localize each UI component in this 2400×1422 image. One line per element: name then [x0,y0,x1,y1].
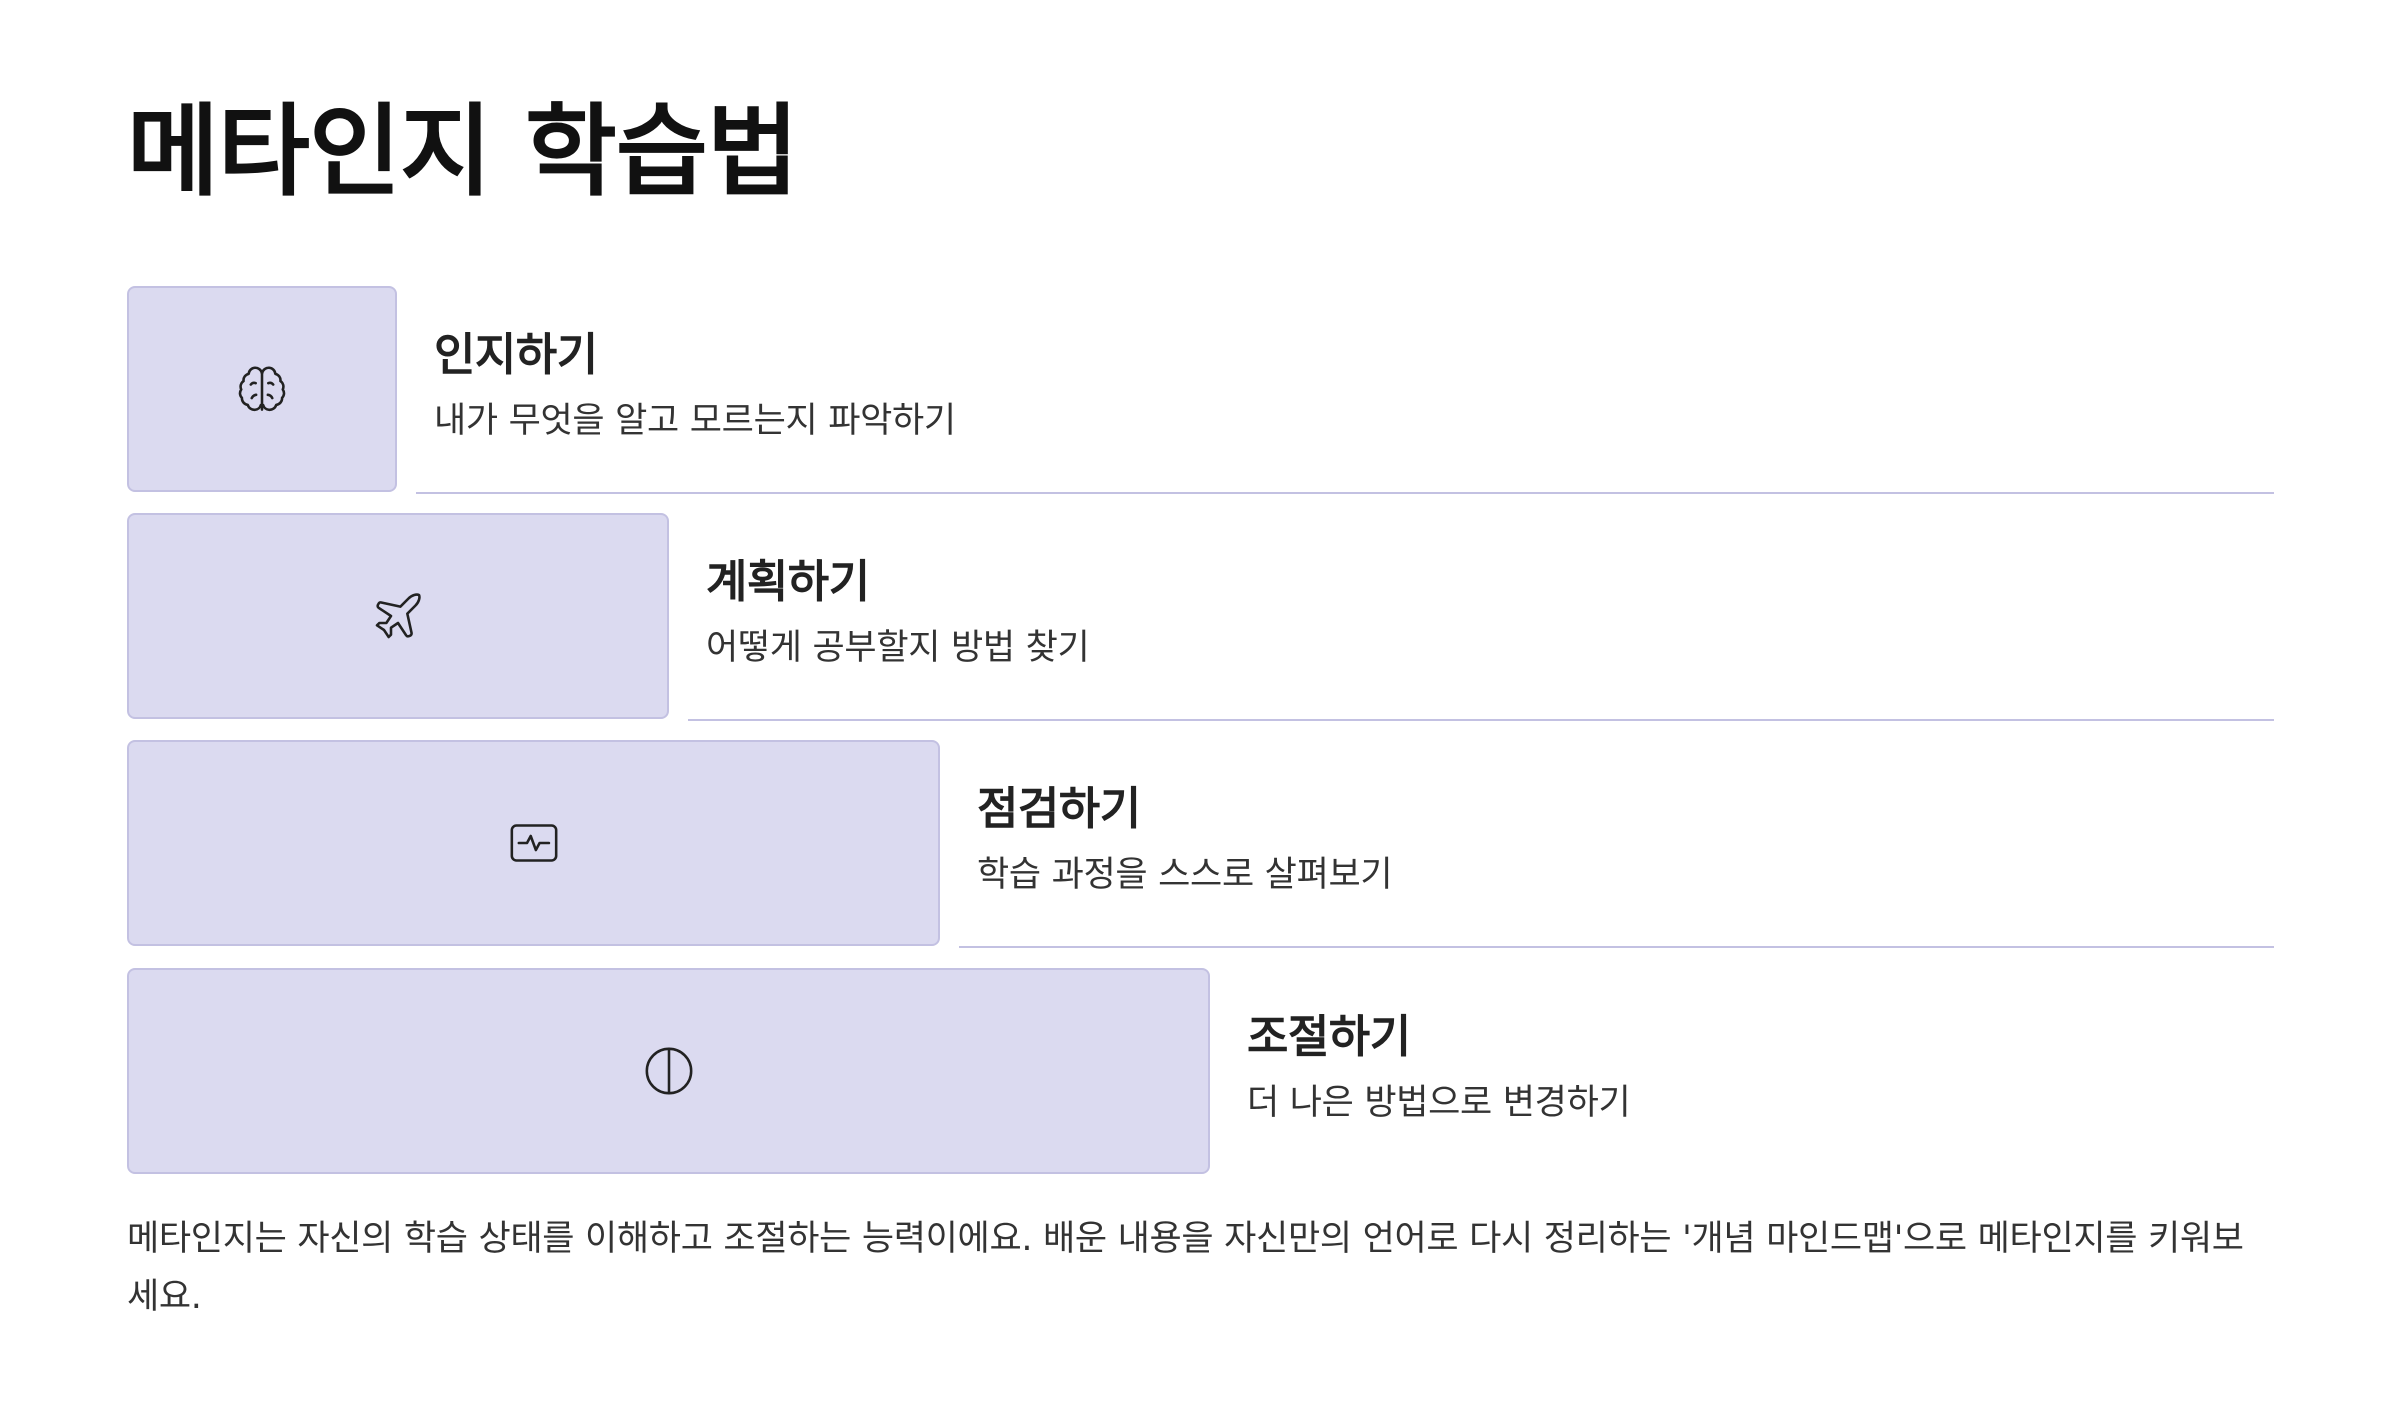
plane-icon [370,588,426,644]
metacognition-page: 메타인지 학습법 인지하기 내가 무엇을 알 [127,0,2274,1422]
step-text-monitoring: 점검하기 학습 과정을 스스로 살펴보기 [977,780,1393,898]
step-item-monitoring: 점검하기 학습 과정을 스스로 살펴보기 [127,740,2274,950]
step-divider [688,719,2274,721]
step-divider [959,946,2274,948]
step-item-planning: 계획하기 어떻게 공부할지 방법 찾기 [127,513,2274,723]
step-text-awareness: 인지하기 내가 무엇을 알고 모르는지 파악하기 [434,326,956,444]
step-description: 학습 과정을 스스로 살펴보기 [977,855,1393,895]
step-title: 계획하기 [706,555,870,608]
step-description: 어떻게 공부할지 방법 찾기 [706,628,1090,668]
step-bar-awareness[interactable] [127,286,397,492]
contrast-circle-icon [641,1043,697,1099]
step-text-regulation: 조절하기 더 나은 방법으로 변경하기 [1247,1008,1631,1126]
step-bar-planning[interactable] [127,513,669,719]
step-title: 점검하기 [977,782,1141,835]
step-divider [416,492,2274,494]
brain-icon [234,361,290,417]
step-title: 조절하기 [1247,1010,1411,1063]
step-item-regulation: 조절하기 더 나은 방법으로 변경하기 [127,968,2274,1178]
step-bar-monitoring[interactable] [127,740,940,946]
step-description: 내가 무엇을 알고 모르는지 파악하기 [434,401,956,441]
footnote: 메타인지는 자신의 학습 상태를 이해하고 조절하는 능력이에요. 배운 내용을… [127,1219,2244,1317]
step-description: 더 나은 방법으로 변경하기 [1247,1083,1631,1123]
step-text-planning: 계획하기 어떻게 공부할지 방법 찾기 [706,553,1090,671]
step-item-awareness: 인지하기 내가 무엇을 알고 모르는지 파악하기 [127,286,2274,496]
page-title: 메타인지 학습법 [127,93,799,210]
step-title: 인지하기 [434,328,598,381]
monitor-pulse-icon [506,815,562,871]
step-bar-regulation[interactable] [127,968,1210,1174]
